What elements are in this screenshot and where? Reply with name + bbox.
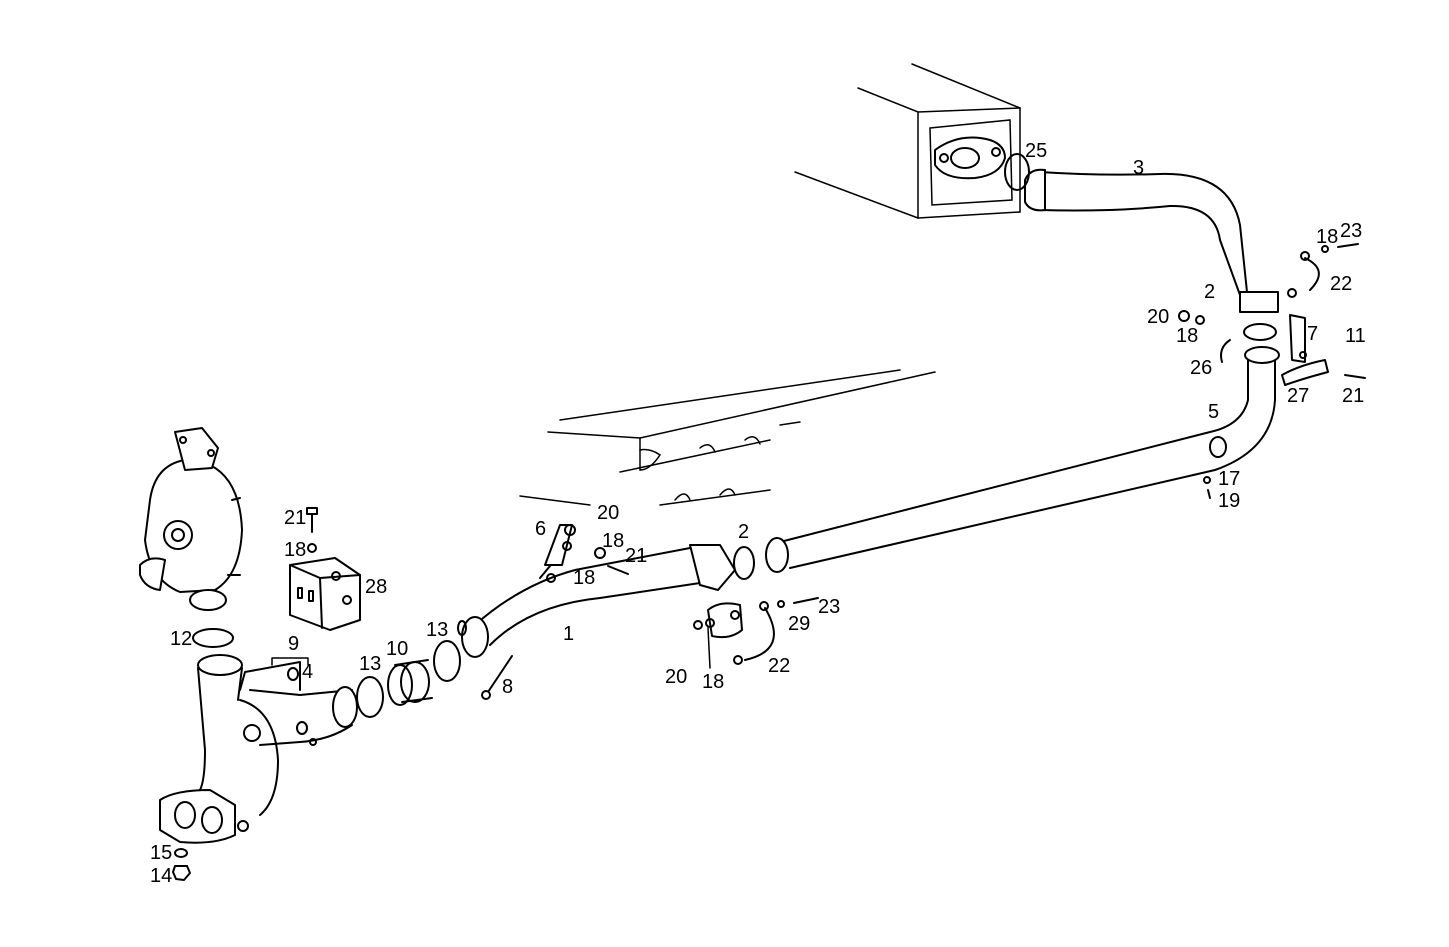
- callout-26: 26: [1190, 357, 1212, 379]
- callout-22a: 22: [768, 655, 790, 677]
- callout-9: 9: [288, 633, 299, 655]
- callout-20c: 20: [1147, 306, 1169, 328]
- callout-1: 1: [563, 623, 574, 645]
- exhaust-pipe-front: [457, 544, 736, 658]
- exhaust-pipe-long: [765, 323, 1280, 573]
- callout-12: 12: [170, 628, 192, 650]
- callout-18e: 18: [1176, 325, 1198, 347]
- callout-29: 29: [788, 613, 810, 635]
- callout-2b: 2: [1204, 281, 1215, 303]
- callout-18b: 18: [602, 530, 624, 552]
- callout-10: 10: [386, 638, 408, 660]
- seal-ring-12: [192, 628, 234, 648]
- callout-21c: 21: [1342, 385, 1364, 407]
- callout-3: 3: [1133, 157, 1144, 179]
- callout-21b: 21: [625, 545, 647, 567]
- nut-washer-14-15: [172, 848, 191, 881]
- chassis-outline: [519, 369, 936, 506]
- callout-21a: 21: [284, 507, 306, 529]
- sleeve-10: [387, 659, 433, 706]
- elbow-pipe-lower: [159, 654, 358, 844]
- callout-13b: 13: [426, 619, 448, 641]
- callout-28: 28: [365, 576, 387, 598]
- seal-ring-13-right: [433, 640, 461, 682]
- exhaust-pipe-upper: [1004, 153, 1279, 313]
- leader-18d: [707, 627, 711, 669]
- callout-22b: 22: [1330, 273, 1352, 295]
- engine-block-outline: [794, 63, 1021, 219]
- callout-7: 7: [1307, 323, 1318, 345]
- clamp-assembly-lower: [693, 597, 819, 665]
- leader-9: [271, 657, 309, 666]
- callout-23a: 23: [818, 596, 840, 618]
- callout-6: 6: [535, 518, 546, 540]
- clamp-assembly-right: [1178, 243, 1366, 499]
- callout-23b: 23: [1340, 220, 1362, 242]
- callout-labels: 1 2 2 3 4 5 6 7 8 9 10 11 12 13 13 14 15…: [150, 140, 1366, 887]
- seal-ring-13-left: [356, 676, 384, 718]
- callout-11: 11: [1345, 325, 1366, 347]
- callout-15: 15: [150, 842, 172, 864]
- callout-8: 8: [502, 676, 513, 698]
- turbocharger-housing: [139, 427, 243, 611]
- callout-18f: 18: [1316, 226, 1338, 248]
- gasket-ring-middle: [733, 546, 755, 580]
- callout-14: 14: [150, 865, 172, 887]
- bolt-8: [481, 655, 513, 700]
- callout-20b: 20: [665, 666, 687, 688]
- callout-2a: 2: [738, 521, 749, 543]
- callout-20a: 20: [597, 502, 619, 524]
- callout-19: 19: [1218, 490, 1240, 512]
- manifold-flange: [934, 136, 1006, 180]
- callout-5: 5: [1208, 401, 1219, 423]
- callout-27: 27: [1287, 385, 1309, 407]
- callout-18c: 18: [573, 567, 595, 589]
- callout-18d: 18: [702, 671, 724, 693]
- callout-17: 17: [1218, 468, 1240, 490]
- callout-18a: 18: [284, 539, 306, 561]
- bracket-28: [289, 507, 361, 631]
- callout-13a: 13: [359, 653, 381, 675]
- bracket-6: [544, 524, 629, 575]
- callout-4: 4: [302, 661, 313, 683]
- callout-25: 25: [1025, 140, 1047, 162]
